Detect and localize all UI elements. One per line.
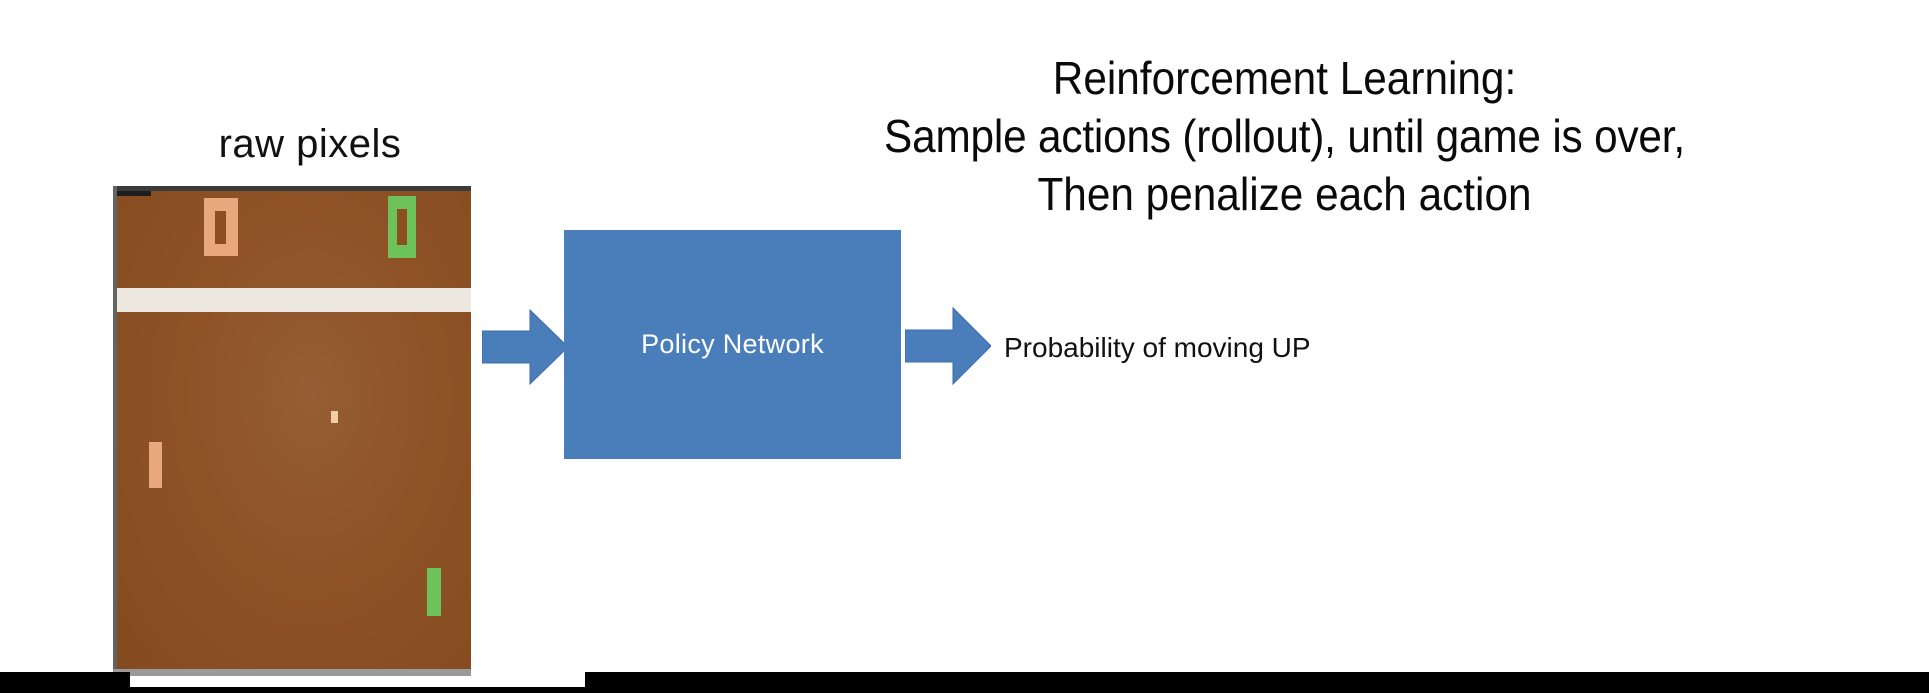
pong-paddle-player (427, 568, 441, 616)
pong-paddle-opponent (149, 442, 162, 488)
pong-ball (331, 411, 338, 423)
policy-network-box[interactable]: Policy Network (564, 230, 901, 459)
pong-field-vignette (117, 191, 471, 676)
headline-text-block: Reinforcement Learning: Sample actions (… (692, 50, 1878, 224)
pong-top-border (113, 186, 471, 191)
input-right-arrow-icon (482, 308, 568, 386)
pong-score-player-hole (397, 209, 407, 245)
pong-score-player: 0 (388, 196, 416, 258)
pong-bottom-border (113, 669, 471, 676)
output-right-arrow-icon (905, 306, 991, 386)
policy-network-label: Policy Network (641, 329, 824, 359)
pong-divider-band (117, 288, 471, 312)
headline-line-2: Sample actions (rollout), until game is … (884, 109, 1685, 162)
pong-game-screenshot: 0 0 (113, 186, 471, 676)
raw-pixels-label: raw pixels (218, 122, 402, 166)
pong-score-opponent-hole (215, 211, 226, 244)
headline-line-3: Then penalize each action (1037, 167, 1532, 220)
pong-score-opponent: 0 (204, 198, 238, 256)
footer-bar-middle (130, 687, 585, 693)
pong-left-border (113, 186, 117, 676)
pong-corner-tick (117, 191, 151, 196)
output-probability-label: Probability of moving UP (1004, 332, 1311, 363)
footer-bar-left (0, 672, 130, 693)
headline-line-1: Reinforcement Learning: (1052, 52, 1517, 104)
footer-bar-right (585, 672, 1929, 693)
